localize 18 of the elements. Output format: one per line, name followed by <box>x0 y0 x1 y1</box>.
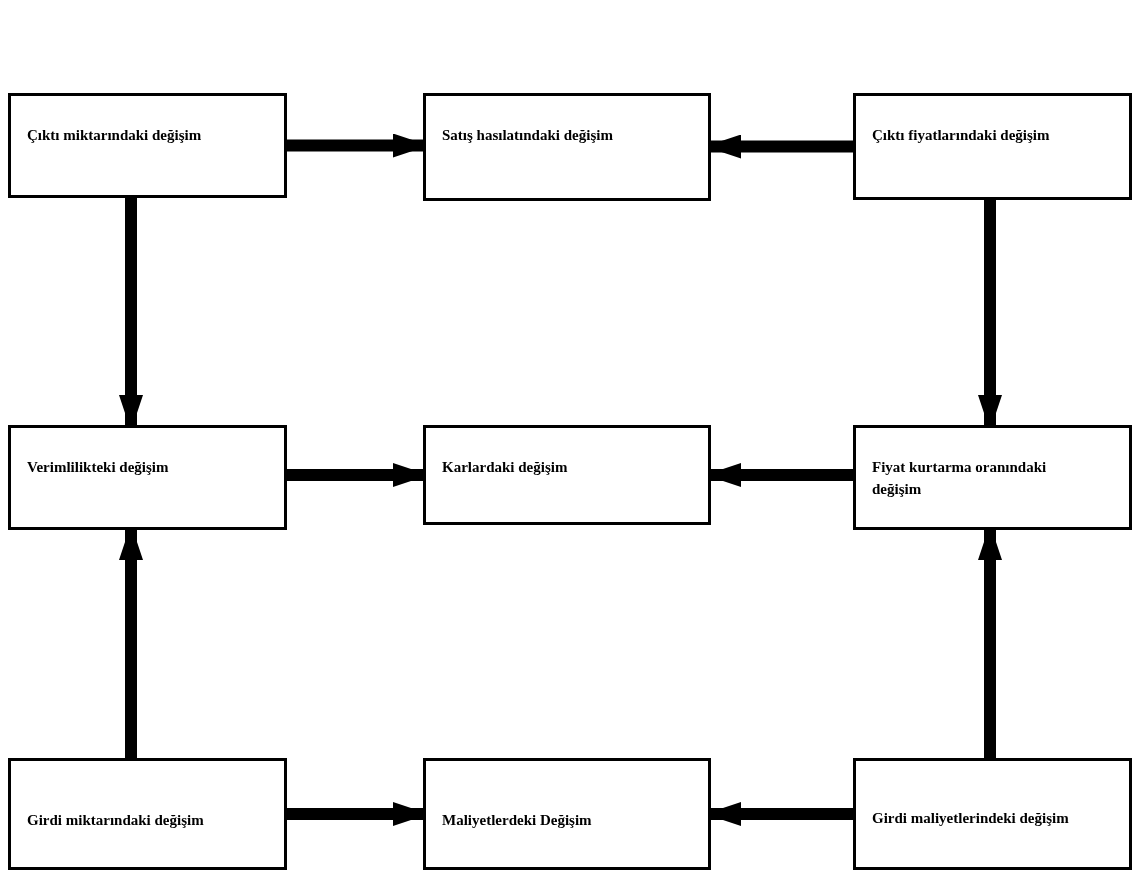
process-box <box>423 425 711 525</box>
box-label: Verimlilikteki değişim <box>27 458 169 477</box>
box-label: Satış hasılatındaki değişim <box>442 126 613 145</box>
box-label: Girdi maliyetlerindeki değişim <box>872 809 1069 828</box>
process-box <box>423 758 711 870</box>
process-box <box>423 93 711 201</box>
box-label: Girdi miktarındaki değişim <box>27 811 204 830</box>
process-box <box>8 425 287 530</box>
process-box <box>8 758 287 870</box>
box-label: Karlardaki değişim <box>442 458 568 477</box>
box-label: Fiyat kurtarma oranındaki değişim <box>872 458 1048 499</box>
process-box <box>8 93 287 198</box>
box-label: Maliyetlerdeki Değişim <box>442 811 592 830</box>
process-box <box>853 425 1132 530</box>
box-label: Çıktı fiyatlarındaki değişim <box>872 126 1050 145</box>
process-box <box>853 758 1132 870</box>
box-label: Çıktı miktarındaki değişim <box>27 126 202 145</box>
process-box <box>853 93 1132 200</box>
